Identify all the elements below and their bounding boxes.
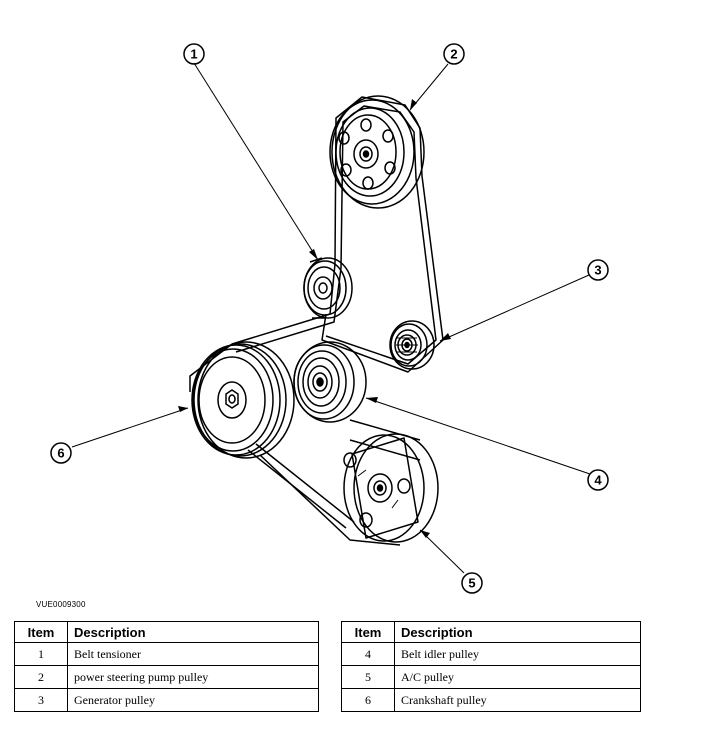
callout-number-2: 2 [450,47,457,62]
item-column-header: Item [14,621,68,643]
legend-row: 5 A/C pulley [341,665,641,689]
callout-circle-1 [183,43,205,65]
arrowhead-5 [420,530,430,538]
item-number: 4 [341,642,395,666]
legend-table-right: Item Description 4 Belt idler pulley 5 A… [341,621,641,712]
callout-circle-6 [50,442,72,464]
callout-number-4: 4 [594,473,602,488]
leader-line-3 [439,274,590,342]
legend-row: 6 Crankshaft pulley [341,688,641,712]
item-description: Belt tensioner [67,642,319,666]
item-number: 3 [14,688,68,712]
description-column-header: Description [394,621,641,643]
leader-line-5 [419,529,465,574]
callout-number-1: 1 [190,47,197,62]
description-column-header: Description [67,621,319,643]
item-number: 2 [14,665,68,689]
legend-row: 2 power steering pump pulley [14,665,319,689]
callout-number-6: 6 [57,446,64,461]
callout-circle-3 [587,259,609,281]
legend-header-row: Item Description [341,621,641,643]
crankshaft-pulley [191,341,295,459]
item-number: 5 [341,665,395,689]
item-description: A/C pulley [394,665,641,689]
ac-pulley [343,433,439,543]
generator-pulley [389,320,435,370]
callout-circle-4 [587,469,609,491]
item-description: power steering pump pulley [67,665,319,689]
item-description: Belt idler pulley [394,642,641,666]
arrowhead-2 [410,99,417,110]
legend-table-left: Item Description 1 Belt tensioner 2 powe… [14,621,319,712]
item-description: Crankshaft pulley [394,688,641,712]
leader-line-1 [193,62,319,261]
callout-number-3: 3 [594,263,601,278]
leader-line-4 [365,397,591,475]
callout-number-5: 5 [468,576,475,591]
arrowhead-3 [440,333,451,341]
arrowhead-4 [366,397,378,403]
item-column-header: Item [341,621,395,643]
item-number: 6 [341,688,395,712]
legend-row: 4 Belt idler pulley [341,642,641,666]
figure-id: VUE0009300 [36,600,86,609]
belt-idler-pulley [293,341,367,423]
legend-row: 3 Generator pulley [14,688,319,712]
leader-line-6 [71,407,189,448]
legend-header-row: Item Description [14,621,319,643]
drive-belt [189,96,444,546]
callout-circle-2 [443,43,465,65]
item-description: Generator pulley [67,688,319,712]
belt-routing-diagram: 1 2 3 4 5 6 [50,43,609,594]
arrowhead-1 [309,249,318,260]
arrowhead-6 [178,406,188,412]
leader-line-2 [409,63,449,111]
callout-circle-5 [461,572,483,594]
power-steering-pump-pulley [329,95,425,209]
item-number: 1 [14,642,68,666]
legend-row: 1 Belt tensioner [14,642,319,666]
belt-tensioner-pulley [303,257,353,319]
